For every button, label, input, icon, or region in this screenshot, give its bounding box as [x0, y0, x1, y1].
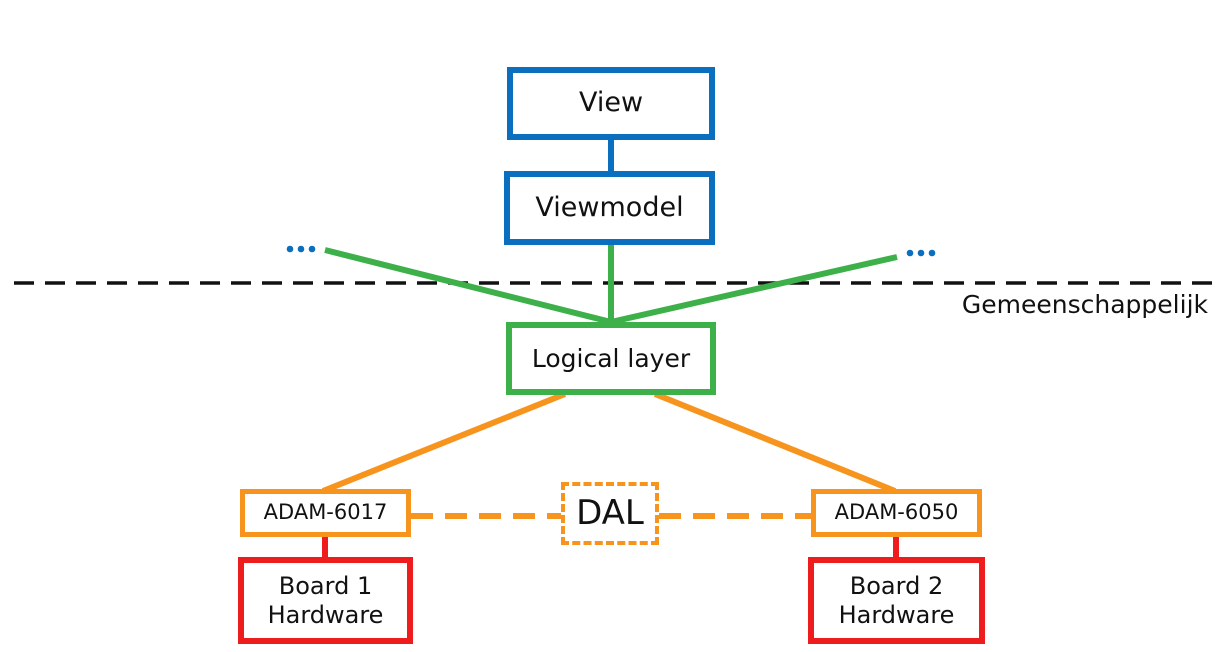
logical-adam-left-connector [321, 391, 567, 494]
adam-6017-label: ADAM-6017 [263, 500, 388, 525]
board-1-label: Board 1 [278, 571, 373, 600]
board-1-hardware-box: Board 1 Hardware [238, 557, 413, 644]
dal-label: DAL [576, 493, 644, 534]
viewmodel-label: Viewmodel [535, 191, 684, 223]
right-ellipsis-icon [906, 249, 936, 257]
board-1-hardware-label: Hardware [267, 600, 384, 629]
adam-6050-box: ADAM-6050 [811, 489, 982, 537]
view-box: View [507, 67, 715, 140]
logical-layer-box: Logical layer [506, 322, 716, 395]
adam-6050-label: ADAM-6050 [834, 500, 959, 525]
viewmodel-box: Viewmodel [504, 171, 715, 245]
logical-adam-right-connector [653, 391, 897, 494]
board-2-hardware-label: Hardware [838, 600, 955, 629]
logical-layer-label: Logical layer [531, 343, 691, 373]
left-ellipsis-icon [286, 245, 316, 253]
board-2-hardware-box: Board 2 Hardware [808, 557, 985, 644]
dal-box: DAL [561, 482, 659, 545]
right-branch-connector [610, 254, 898, 325]
board-2-label: Board 2 [849, 571, 944, 600]
view-label: View [578, 87, 644, 119]
shared-section-label: Gemeenschappelijk [961, 290, 1208, 319]
left-branch-connector [324, 247, 612, 325]
adam-6017-box: ADAM-6017 [240, 489, 411, 537]
